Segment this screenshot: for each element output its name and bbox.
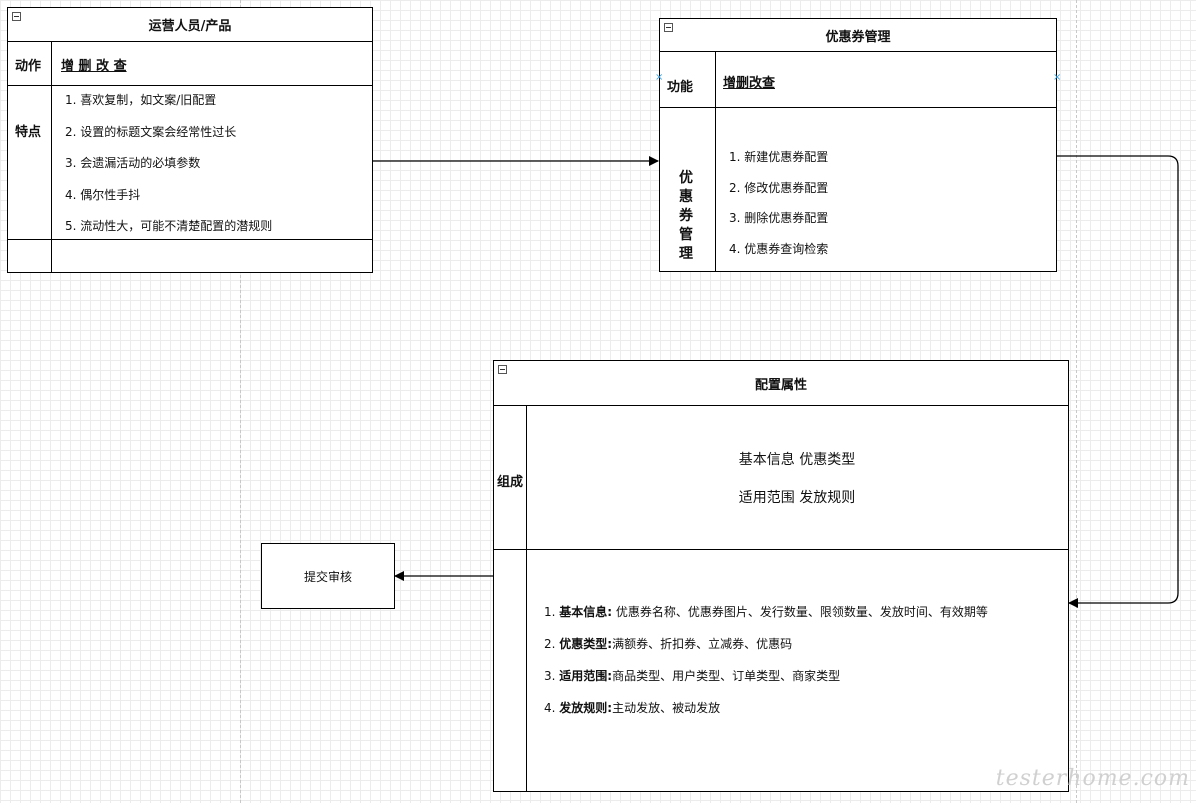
side-char: 优 (679, 170, 693, 186)
feature-label: 特点 (15, 125, 42, 140)
detail-value: 商品类型、用户类型、订单类型、商家类型 (612, 669, 841, 683)
detail-num: 3. (544, 669, 556, 683)
detail-value: 主动发放、被动发放 (612, 701, 721, 715)
feature-item: 1. 喜欢复制，如文案/旧配置 (65, 93, 217, 107)
guide-line-left (240, 0, 241, 803)
coupon-item: 1. 新建优惠券配置 (729, 150, 829, 164)
function-label: 功能 (667, 80, 694, 95)
detail-value: 满额券、折扣券、立减券、优惠码 (612, 637, 793, 651)
detail-item: 4. 发放规则:主动发放、被动发放 (544, 699, 720, 716)
config-box[interactable]: 配置属性 组成 基本信息 优惠类型 适用范围 发放规则 1. 基本信息: 优惠券… (493, 360, 1069, 792)
action-label: 动作 (15, 59, 42, 74)
ops-col-divider (51, 42, 52, 272)
detail-item: 1. 基本信息: 优惠券名称、优惠券图片、发行数量、限领数量、发放时间、有效期等 (544, 603, 988, 620)
ops-box[interactable]: 运营人员/产品 动作 增 删 改 查 特点 1. 喜欢复制，如文案/旧配置 2.… (7, 7, 373, 273)
ops-row-divider (8, 85, 372, 86)
coupon-item: 2. 修改优惠券配置 (729, 181, 829, 195)
config-col-divider (526, 406, 527, 791)
coupon-row-divider (660, 107, 1056, 108)
detail-item: 3. 适用范围:商品类型、用户类型、订单类型、商家类型 (544, 667, 840, 684)
collapse-icon[interactable] (12, 12, 21, 21)
guide-line-right (1076, 0, 1077, 803)
compose-line: 基本信息 优惠类型 (738, 452, 856, 468)
detail-item: 2. 优惠类型:满额券、折扣券、立减券、优惠码 (544, 635, 792, 652)
detail-num: 4. (544, 701, 556, 715)
feature-item: 2. 设置的标题文案会经常性过长 (65, 125, 237, 139)
coupon-col-divider (715, 52, 716, 271)
side-char: 惠 (679, 189, 693, 205)
ops-row-divider (8, 239, 372, 240)
detail-key: 基本信息: (559, 605, 613, 619)
feature-item: 5. 流动性大，可能不清楚配置的潜规则 (65, 219, 273, 233)
ops-box-header: 运营人员/产品 (8, 8, 372, 42)
action-value: 增 删 改 查 (61, 59, 127, 74)
config-box-header: 配置属性 (494, 361, 1068, 406)
detail-value: 优惠券名称、优惠券图片、发行数量、限领数量、发放时间、有效期等 (612, 605, 988, 619)
arrow-coupon-to-config (1057, 155, 1179, 608)
side-char: 理 (679, 246, 693, 262)
side-char: 管 (679, 227, 693, 243)
submit-review-box[interactable]: 提交审核 (261, 543, 395, 609)
collapse-icon[interactable] (498, 365, 507, 374)
config-row-divider (494, 549, 1068, 550)
feature-item: 4. 偶尔性手抖 (65, 188, 141, 202)
detail-num: 1. (544, 605, 556, 619)
detail-key: 优惠类型: (559, 637, 613, 651)
coupon-item: 3. 删除优惠券配置 (729, 211, 829, 225)
selection-handle-icon[interactable]: × (655, 72, 664, 83)
submit-review-label: 提交审核 (303, 569, 352, 584)
coupon-item: 4. 优惠券查询检索 (729, 242, 829, 256)
config-box-title: 配置属性 (754, 377, 807, 393)
detail-key: 适用范围: (559, 669, 613, 683)
selection-handle-icon[interactable]: × (1053, 72, 1062, 83)
compose-label: 组成 (497, 475, 524, 490)
coupon-box-header: 优惠券管理 (660, 19, 1056, 52)
feature-item: 3. 会遗漏活动的必填参数 (65, 156, 201, 170)
compose-line: 适用范围 发放规则 (738, 490, 856, 506)
side-char: 券 (679, 208, 693, 224)
ops-box-title: 运营人员/产品 (148, 19, 232, 34)
detail-key: 发放规则: (559, 701, 613, 715)
collapse-icon[interactable] (664, 23, 673, 32)
coupon-box-title: 优惠券管理 (825, 29, 891, 45)
coupon-box[interactable]: 优惠券管理 功能 增删改查 优 惠 券 管 理 1. 新建优惠券配置 2. 修改… (659, 18, 1057, 272)
coupon-side-label: 优 惠 券 管 理 (677, 169, 695, 264)
detail-num: 2. (544, 637, 556, 651)
function-value: 增删改查 (723, 76, 776, 91)
watermark: testerhome.com (995, 766, 1190, 791)
